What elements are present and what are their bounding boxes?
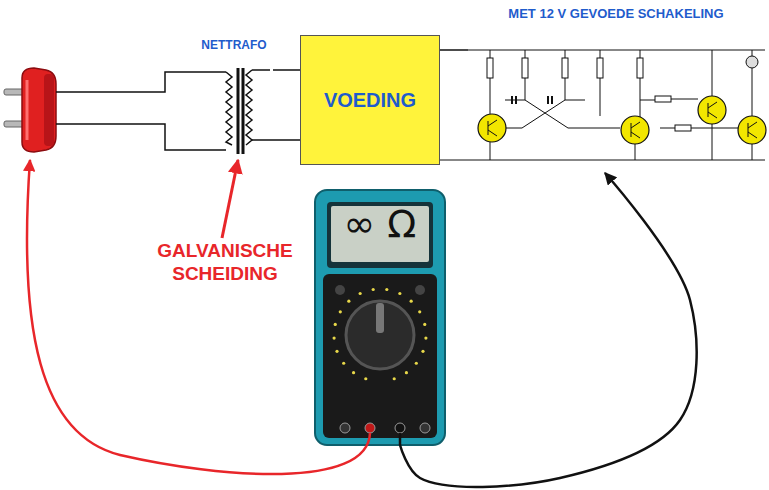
transformer: NETTRAFO [195, 38, 273, 150]
callout-label: GALVANISCHE SCHEIDING [150, 240, 300, 286]
black-test-lead [400, 173, 697, 487]
multimeter [315, 190, 445, 445]
node-text: NETTRAFO [195, 38, 273, 52]
leader-arrow [222, 160, 238, 238]
schematic-circuit [440, 50, 766, 160]
node-text: VOEDING [324, 89, 416, 112]
meter-display: ∞ Ω [315, 190, 445, 445]
wire [440, 49, 468, 51]
red-test-lead [27, 160, 370, 474]
power-supply-box: VOEDING [300, 35, 440, 165]
transformer-symbol [56, 68, 300, 154]
circuit-region: MET 12 V GEVOEDE SCHAKELING [468, 6, 764, 173]
node-text: ∞ Ω [315, 202, 445, 246]
mains-plug [4, 68, 56, 152]
node-text: MET 12 V GEVOEDE SCHAKELING [468, 6, 764, 21]
wire [273, 69, 300, 71]
